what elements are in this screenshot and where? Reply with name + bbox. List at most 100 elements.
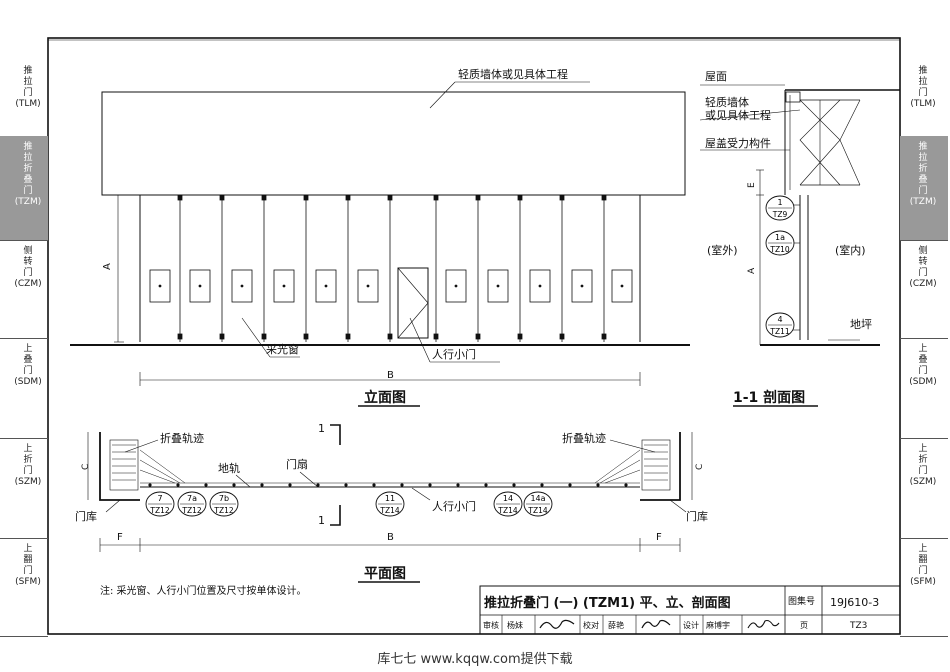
plan-track-right: 折叠轨迹 — [562, 431, 606, 445]
skylight-window — [529, 269, 551, 303]
track-node — [428, 483, 432, 487]
skylight-window — [231, 269, 253, 303]
skylight-window — [315, 269, 337, 303]
plan-title: 平面图 — [364, 566, 406, 582]
track-node — [512, 483, 516, 487]
side-tab-left-1[interactable]: 推 拉 折 叠 门 (TZM) — [14, 142, 42, 207]
hinge-mark — [177, 194, 183, 201]
skylight-window — [149, 269, 171, 303]
side-tab-separator — [900, 538, 948, 539]
track-node — [316, 483, 320, 487]
side-tab-left-2[interactable]: 侧 转 门 (CZM) — [14, 246, 42, 289]
skylight-window — [273, 269, 295, 303]
check-label: 校对 — [583, 620, 599, 630]
window-center-mark — [580, 284, 584, 288]
detail-reference-sheet: TZ11 — [769, 327, 789, 336]
drawing-note: 注: 采光窗、人行小门位置及尺寸按单体设计。 — [100, 584, 307, 597]
title-block-title: 推拉折叠门 (一) (TZM1) 平、立、剖面图 — [484, 595, 731, 611]
track-node — [372, 483, 376, 487]
elevation-view — [70, 81, 690, 386]
skylight-window — [189, 269, 211, 303]
page-number: TZ3 — [849, 621, 867, 631]
skylight-window — [487, 269, 509, 303]
elevation-dim-a: A — [102, 263, 113, 270]
title-block — [479, 585, 901, 635]
hinge-mark — [475, 194, 481, 201]
window-center-mark — [198, 284, 202, 288]
window-center-mark — [366, 284, 370, 288]
detail-reference-number: 11 — [385, 494, 395, 503]
detail-reference-number: 4 — [777, 315, 782, 324]
side-tab-right-3[interactable]: 上 叠 门 (SDM) — [909, 344, 937, 387]
plan-dim-f-left: F — [117, 532, 123, 543]
detail-reference-number: 14a — [530, 494, 545, 503]
hinge-mark — [387, 333, 393, 340]
plan-door-leaf: 门扇 — [286, 457, 308, 471]
side-tab-right-1[interactable]: 推 拉 折 叠 门 (TZM) — [909, 142, 937, 207]
hinge-mark — [261, 333, 267, 340]
track-node — [204, 483, 208, 487]
hinge-mark — [601, 333, 607, 340]
side-tab-separator — [900, 240, 948, 241]
plan-dim-c-left: C — [81, 464, 91, 470]
elevation-door-label: 人行小门 — [432, 347, 476, 361]
hinge-mark — [601, 194, 607, 201]
side-tab-left-3[interactable]: 上 叠 门 (SDM) — [14, 344, 42, 387]
hinge-mark — [387, 194, 393, 201]
side-tab-left-0[interactable]: 推 拉 门 (TLM) — [15, 66, 41, 109]
side-tab-separator — [900, 338, 948, 339]
track-node — [596, 483, 600, 487]
side-tab-right-2[interactable]: 侧 转 门 (CZM) — [909, 246, 937, 289]
window-center-mark — [454, 284, 458, 288]
reviewer-signature — [539, 619, 575, 629]
skylight-window — [571, 269, 593, 303]
designer: 麻博宇 — [706, 620, 730, 630]
side-tab-separator — [0, 636, 48, 637]
hinge-mark — [261, 194, 267, 201]
side-tab-separator — [900, 636, 948, 637]
skylight-window — [445, 269, 467, 303]
detail-reference-sheet: TZ14 — [497, 506, 517, 515]
detail-reference-sheet: TZ12 — [181, 506, 201, 515]
plan-cut-mark-bottom: 1 — [318, 514, 325, 527]
side-tab-right-5[interactable]: 上 翻 门 (SFM) — [910, 544, 936, 587]
track-node — [232, 483, 236, 487]
window-center-mark — [496, 284, 500, 288]
section-wall-line2: 或见具体工程 — [705, 108, 771, 122]
detail-reference-sheet: TZ14 — [379, 506, 399, 515]
section-title: 1-1 剖面图 — [733, 389, 805, 406]
plan-ground-rail: 地轨 — [218, 461, 240, 475]
hinge-mark — [303, 333, 309, 340]
hinge-mark — [559, 194, 565, 201]
track-node — [344, 483, 348, 487]
designer-signature — [747, 619, 780, 629]
track-node — [624, 483, 628, 487]
detail-reference-number: 7 — [157, 494, 162, 503]
hinge-mark — [177, 333, 183, 340]
skylight-window — [357, 269, 379, 303]
detail-reference-sheet: TZ10 — [769, 245, 789, 254]
section-outside: (室外) — [707, 243, 738, 257]
hinge-mark — [219, 333, 225, 340]
side-tab-left-4[interactable]: 上 折 门 (SZM) — [14, 444, 42, 487]
plan-small-door: 人行小门 — [432, 499, 476, 513]
hinge-mark — [433, 194, 439, 201]
track-node — [568, 483, 572, 487]
section-inside: (室内) — [835, 243, 866, 257]
checker: 薛艳 — [608, 620, 624, 630]
detail-reference-number: 1a — [775, 233, 785, 242]
side-tab-right-4[interactable]: 上 折 门 (SZM) — [909, 444, 937, 487]
section-dim-e: E — [747, 182, 757, 188]
side-tab-left-5[interactable]: 上 翻 门 (SFM) — [15, 544, 41, 587]
drawing-frame — [47, 37, 901, 635]
side-tab-separator — [900, 438, 948, 439]
section-roof-member: 屋盖受力构件 — [705, 136, 771, 150]
plan-track-left: 折叠轨迹 — [160, 431, 204, 445]
side-tab-right-0[interactable]: 推 拉 门 (TLM) — [910, 66, 936, 109]
detail-reference-number: 14 — [503, 494, 513, 503]
track-node — [288, 483, 292, 487]
track-node — [484, 483, 488, 487]
review-label: 审核 — [483, 620, 499, 630]
atlas-number: 19J610-3 — [830, 596, 879, 609]
